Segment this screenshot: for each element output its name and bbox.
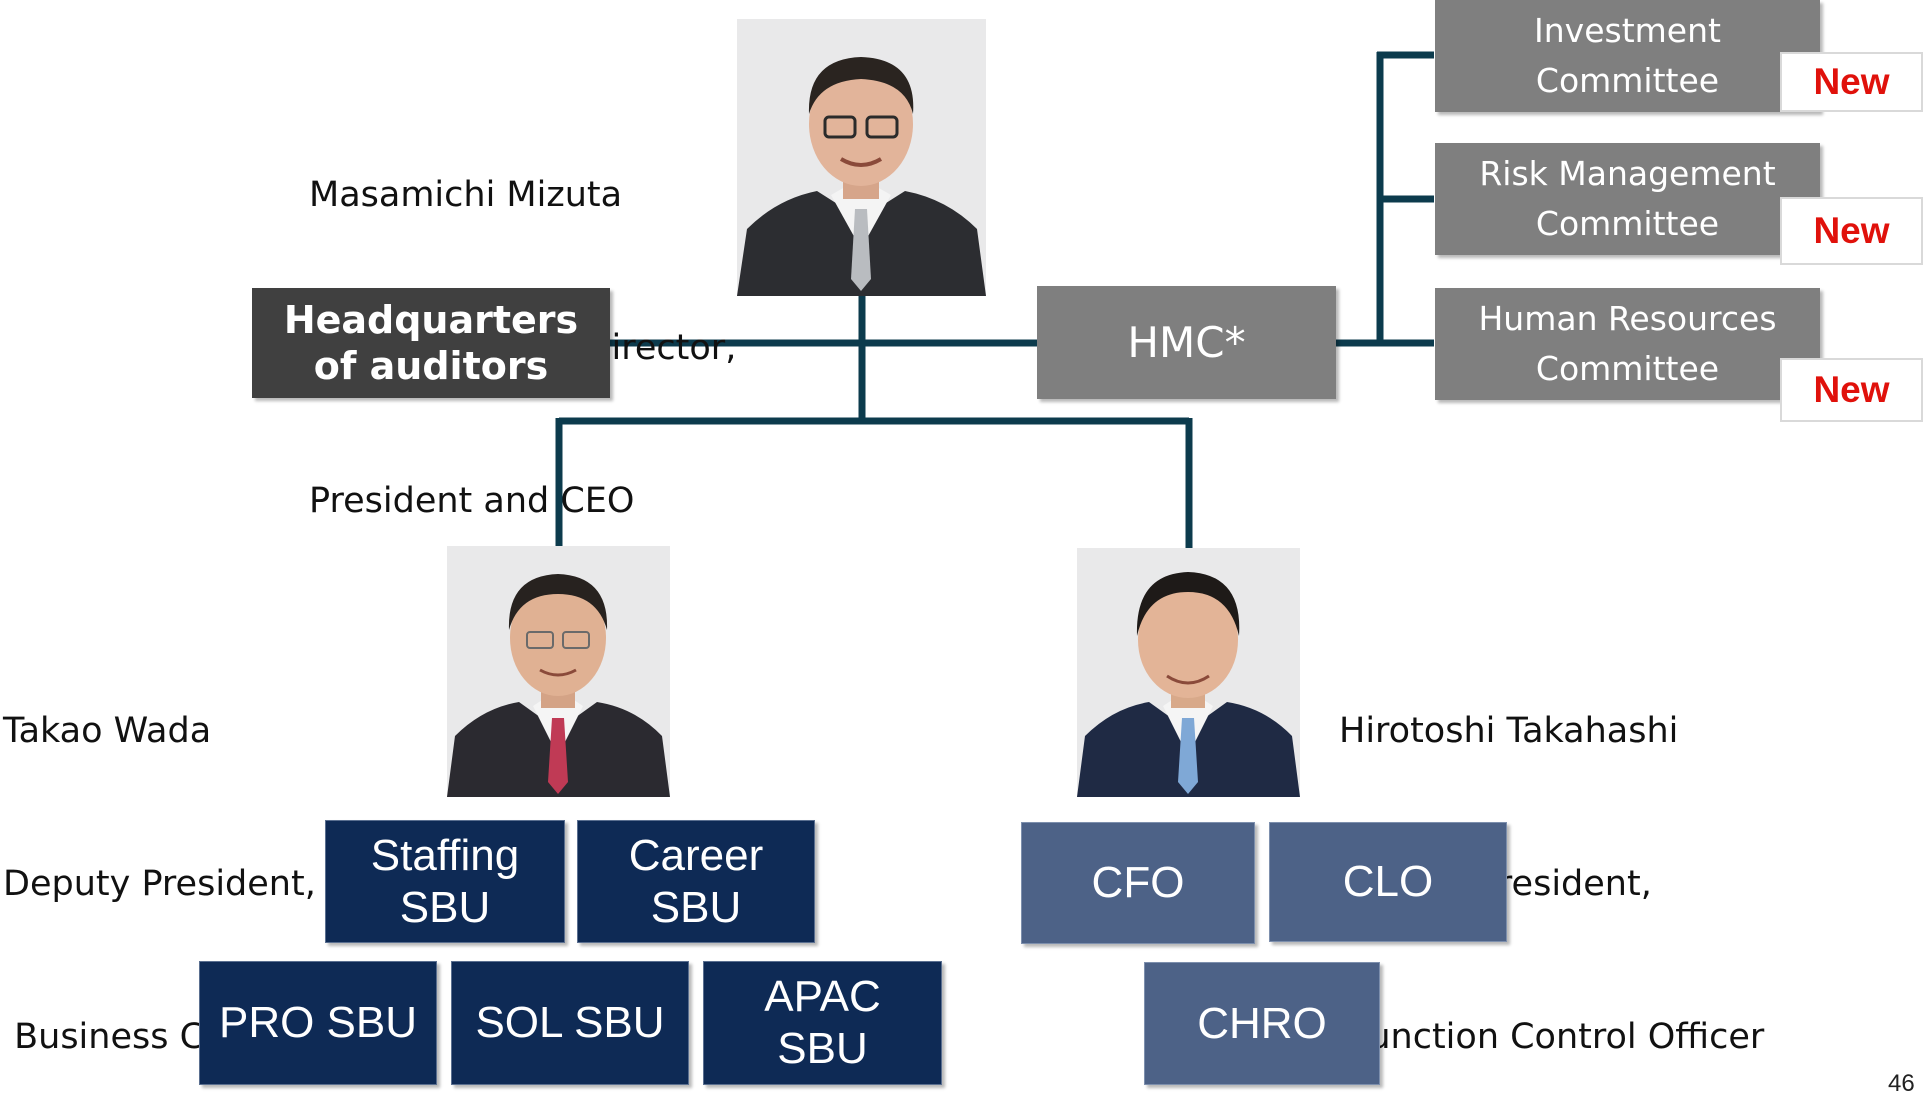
sbu-apac: APAC SBU: [703, 961, 942, 1085]
sbu-pro: PRO SBU: [199, 961, 437, 1085]
function-clo: CLO: [1269, 822, 1507, 942]
sbu-pro-label: PRO SBU: [218, 998, 418, 1047]
hmc-label: HMC*: [1127, 318, 1246, 367]
committee-risk-line2: Committee: [1535, 204, 1720, 243]
auditors-box: Headquarters of auditors: [252, 288, 610, 398]
committee-risk-line1: Risk Management: [1479, 154, 1776, 193]
ceo-photo: [737, 19, 986, 296]
function-chro-label: CHRO: [1197, 998, 1327, 1048]
deputy-left-name: Takao Wada: [3, 711, 212, 751]
committee-human-resources: Human Resources Committee: [1435, 288, 1820, 400]
deputy-left-photo: [447, 546, 670, 797]
function-cfo-label: CFO: [1091, 858, 1185, 907]
committee-investment-line1: Investment: [1534, 11, 1721, 50]
deputy-right-title-line2: Function Control Officer: [1339, 1017, 1765, 1057]
sbu-apac-line2: SBU: [777, 1024, 868, 1073]
page-number: 46: [1888, 1070, 1915, 1097]
committee-investment: Investment Committee: [1435, 0, 1820, 112]
function-cfo: CFO: [1021, 822, 1255, 944]
deputy-right-name: Hirotoshi Takahashi: [1339, 711, 1679, 751]
sbu-staffing: Staffing SBU: [325, 820, 565, 943]
new-badge-hr-label: New: [1813, 369, 1890, 410]
new-badge-hr: New: [1780, 358, 1923, 422]
ceo-title-line2: President and CEO: [309, 481, 635, 521]
sbu-sol: SOL SBU: [451, 961, 689, 1085]
auditors-line1: Headquarters: [283, 298, 579, 342]
function-clo-label: CLO: [1342, 857, 1434, 906]
sbu-sol-label: SOL SBU: [475, 998, 665, 1047]
auditors-line2: of auditors: [313, 344, 549, 388]
sbu-career-line2: SBU: [650, 882, 742, 932]
sbu-career-line1: Career: [628, 830, 764, 880]
committee-risk-management: Risk Management Committee: [1435, 143, 1820, 255]
committee-hr-line1: Human Resources: [1478, 299, 1777, 338]
sbu-apac-line1: APAC: [764, 972, 881, 1021]
sbu-staffing-line1: Staffing: [370, 830, 520, 880]
function-chro: CHRO: [1144, 962, 1380, 1085]
deputy-left-title-line1: Deputy President,: [3, 864, 316, 904]
new-badge-investment: New: [1780, 52, 1923, 112]
sbu-career: Career SBU: [577, 820, 815, 943]
new-badge-investment-label: New: [1813, 61, 1890, 102]
new-badge-risk: New: [1780, 197, 1923, 265]
new-badge-risk-label: New: [1813, 210, 1890, 251]
hmc-box: HMC*: [1037, 286, 1336, 399]
deputy-right-photo: [1077, 548, 1300, 797]
committee-investment-line2: Committee: [1535, 61, 1720, 100]
sbu-staffing-line2: SBU: [399, 882, 491, 932]
org-connector-lines: [555, 51, 1434, 548]
ceo-name: Masamichi Mizuta: [309, 175, 623, 215]
committee-hr-line2: Committee: [1535, 349, 1720, 388]
